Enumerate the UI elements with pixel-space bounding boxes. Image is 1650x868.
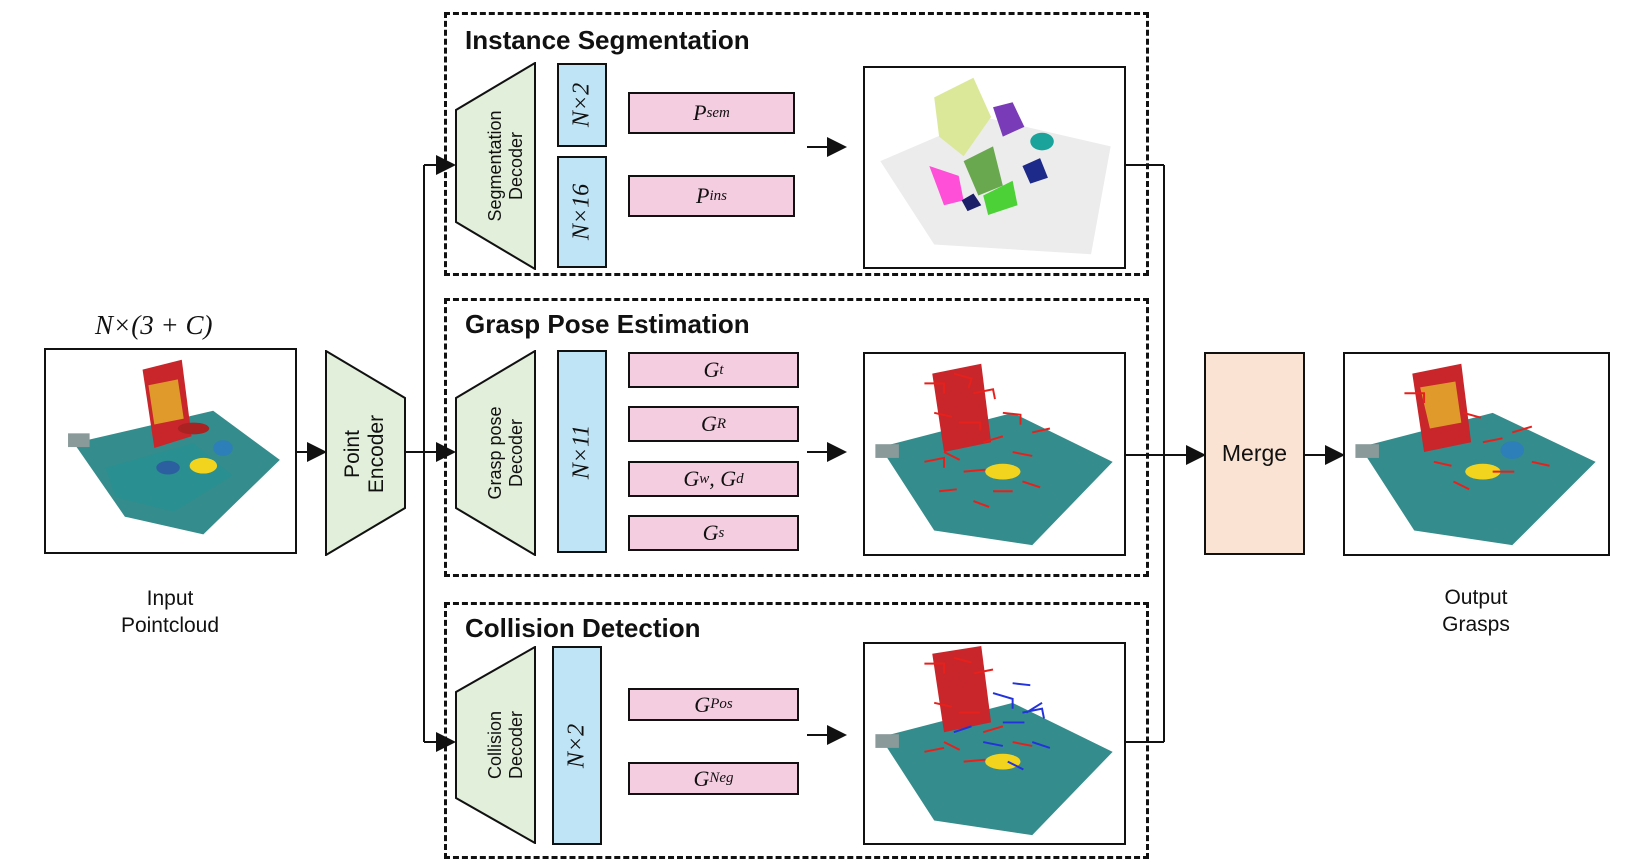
grasp-decoder-label: Grasp pose Decoder bbox=[485, 406, 526, 500]
tensor-n-by-2-seg: N×2 bbox=[557, 63, 607, 147]
panel-title-collision: Collision Detection bbox=[465, 613, 701, 643]
negative-grasp-marks bbox=[953, 682, 1051, 771]
input-caption: Input Pointcloud bbox=[120, 587, 220, 637]
panel-title-grasp: Grasp Pose Estimation bbox=[465, 309, 750, 339]
pointcloud-scene bbox=[68, 359, 280, 535]
segmentation-decoder-shape bbox=[455, 62, 536, 270]
merge-block: Merge bbox=[1204, 352, 1305, 555]
positive-grasp-marks bbox=[924, 656, 1033, 763]
tensor-n-by-11: N×11 bbox=[557, 350, 607, 553]
collision-scene bbox=[875, 645, 1113, 836]
input-pointcloud-image bbox=[44, 348, 297, 554]
grasp-decoder-shape bbox=[455, 350, 536, 556]
tensor-n-by-16: N×16 bbox=[557, 156, 607, 268]
output-grasps-image bbox=[1343, 352, 1610, 556]
output-caption: Output Grasps bbox=[1442, 586, 1510, 636]
point-encoder-shape bbox=[325, 350, 406, 556]
segmentation-result-image bbox=[863, 66, 1126, 269]
final-grasp-marks bbox=[1404, 392, 1550, 491]
point-encoder-label: Point Encoder bbox=[341, 414, 388, 494]
panel-instance-segmentation bbox=[444, 12, 1149, 276]
input-dim-label: N×(3 + C) bbox=[95, 310, 213, 340]
grasp-result-image bbox=[863, 352, 1126, 556]
grasp-marks bbox=[924, 372, 1051, 508]
collision-decoder-label: Collision Decoder bbox=[485, 710, 526, 780]
segmentation-decoder-label: Segmentation Decoder bbox=[485, 110, 526, 222]
tensor-n-by-2-collision: N×2 bbox=[552, 646, 602, 845]
panel-collision-detection bbox=[444, 602, 1149, 859]
panel-title-segmentation: Instance Segmentation bbox=[465, 25, 750, 55]
collision-result-image bbox=[863, 642, 1126, 845]
segmentation-scene bbox=[880, 77, 1111, 255]
grasp-scene bbox=[875, 363, 1113, 546]
output-scene bbox=[1355, 363, 1596, 546]
collision-decoder-shape bbox=[455, 646, 536, 844]
panel-grasp-pose-estimation bbox=[444, 298, 1149, 577]
